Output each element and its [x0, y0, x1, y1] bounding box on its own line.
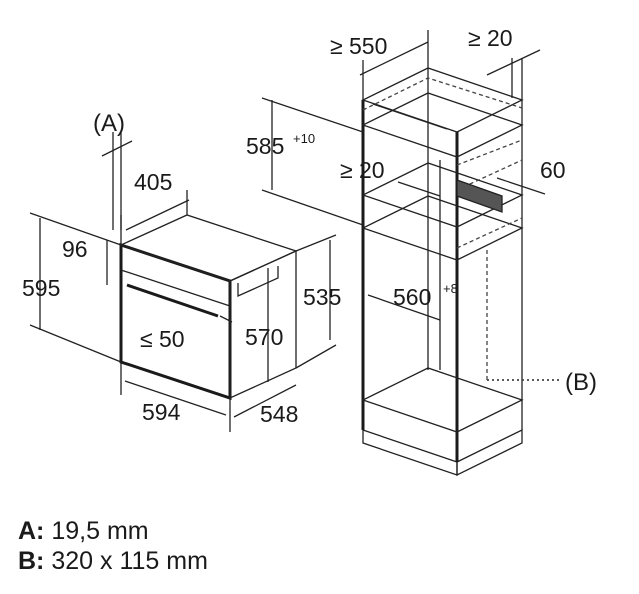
oven-handle — [126, 283, 219, 318]
dim-585-tol: +10 — [293, 131, 315, 146]
dim-ge-550: ≥ 550 — [330, 33, 387, 59]
dim-595: 595 — [22, 275, 60, 301]
cabinet-drawing — [361, 67, 560, 477]
marker-b: (B) — [565, 369, 597, 396]
dim-405: 405 — [134, 169, 172, 195]
oven-drawing — [119, 214, 298, 401]
legend-b-value: 320 x 115 mm — [51, 547, 208, 575]
dim-570: 570 — [245, 324, 283, 350]
dim-560: 560 — [393, 284, 431, 310]
cabinet-dimension-lines — [261, 30, 546, 321]
vent-cutout — [456, 179, 503, 213]
legend-b: B: 320 x 115 mm — [18, 546, 208, 576]
dim-548: 548 — [260, 401, 298, 427]
dim-60: 60 — [540, 157, 566, 183]
oven-dimension-lines — [29, 132, 337, 432]
dim-96: 96 — [62, 236, 88, 262]
dim-535: 535 — [303, 284, 341, 310]
dim-ge-20-top: ≥ 20 — [468, 25, 513, 51]
dim-585: 585 — [246, 133, 284, 159]
legend-a: A: 19,5 mm — [18, 516, 149, 546]
cabinet-plinth — [362, 429, 458, 476]
dim-594: 594 — [142, 399, 181, 425]
dim-ge-20-inner: ≥ 20 — [340, 157, 385, 183]
dim-le-50: ≤ 50 — [140, 326, 185, 352]
oven-front — [119, 242, 232, 401]
legend-a-value: 19,5 mm — [51, 517, 149, 545]
dim-560-tol: +8 — [443, 281, 458, 296]
legend-b-key: B: — [18, 547, 45, 575]
legend-a-key: A: — [18, 517, 45, 545]
oven-top — [119, 214, 298, 282]
marker-a: (A) — [93, 110, 125, 137]
